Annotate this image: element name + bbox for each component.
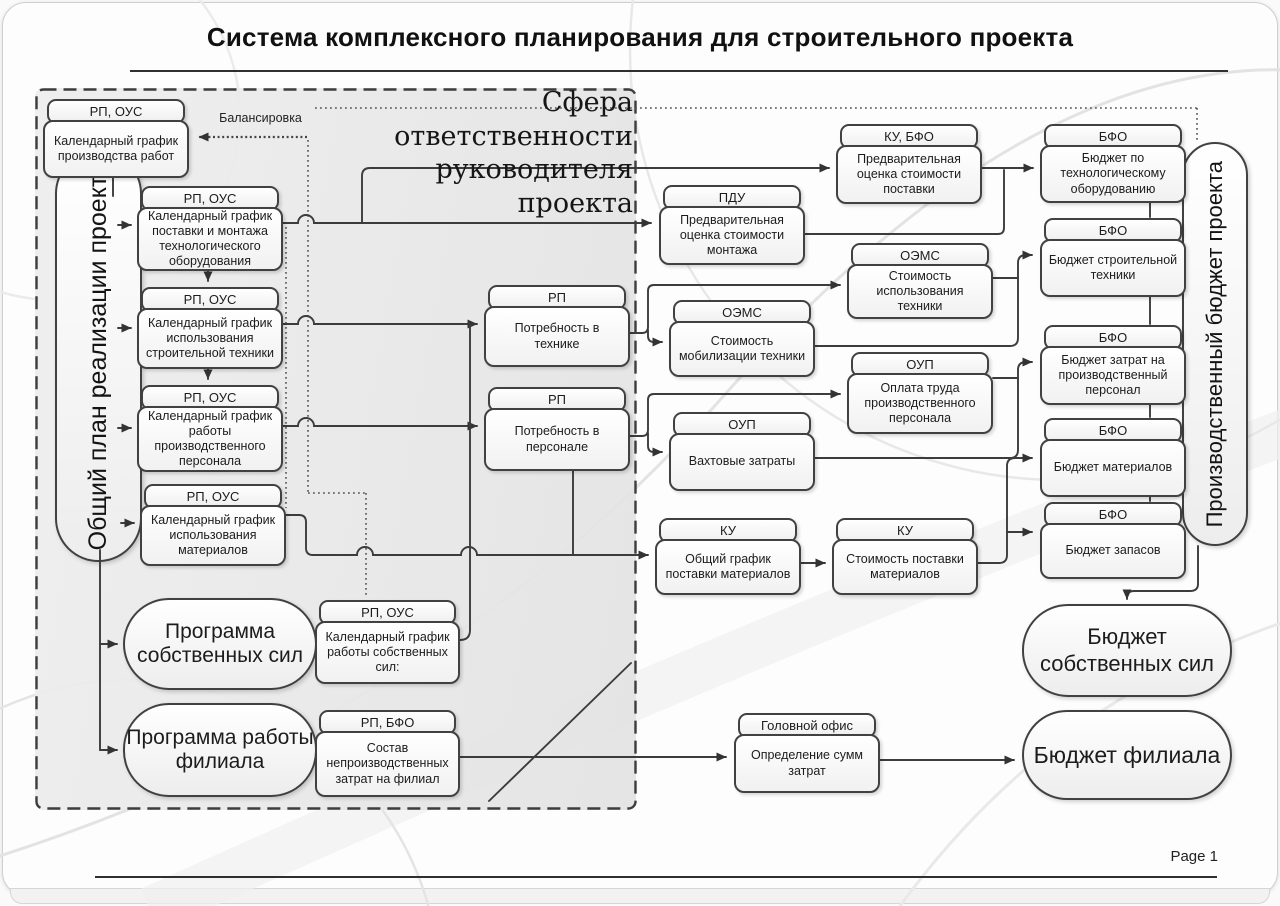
node-machinery-usage-cost: ОЭМС Стоимость использования техники (847, 243, 993, 319)
node-tag: ОЭМС (851, 243, 989, 268)
stadium-label: Программа работы филиала (126, 725, 314, 773)
responsibility-zone-title-line: Сфера (541, 87, 633, 118)
node-works-schedule: РП, ОУС Календарный график производства … (43, 99, 189, 178)
node-machinery-mobilization-cost: ОЭМС Стоимость мобилизации техники (669, 300, 815, 377)
node-machinery-need: РП Потребность в технике (484, 285, 630, 367)
node-body: Бюджет запасов (1040, 523, 1186, 579)
node-budget-tech-equipment: БФО Бюджет по технологическому оборудова… (1040, 124, 1186, 203)
node-materials-usage-schedule: РП, ОУС Календарный график использования… (140, 484, 286, 566)
solid-connectors (99, 163, 1199, 802)
responsibility-zone-title-line: ответственности (394, 120, 633, 152)
page-number-label: Page 1 (1170, 848, 1218, 865)
node-materials-delivery-schedule: КУ Общий график поставки материалов (655, 518, 801, 595)
responsibility-zone-title-line: руководителя (435, 154, 633, 185)
node-body: Календарный график работы производственн… (137, 406, 283, 472)
stadium-label: Программа собственных сил (136, 619, 304, 667)
node-body: Бюджет затрат на производственный персон… (1040, 346, 1186, 405)
node-installation-cost-estimate: ПДУ Предварительная оценка стоимости мон… (659, 185, 805, 265)
node-budget-materials: БФО Бюджет материалов (1040, 418, 1186, 497)
stadium-program-own-forces: Программа собственных сил (123, 598, 317, 690)
node-personnel-need: РП Потребность в персонале (484, 387, 630, 471)
node-nonproduction-branch-costs: РП, БФО Состав непроизводственных затрат… (315, 710, 460, 797)
node-body: Календарный график использования материа… (140, 505, 286, 566)
node-delivery-cost-estimate: КУ, БФО Предварительная оценка стоимости… (836, 124, 982, 204)
container-master-plan: Общий план реализации проекта (55, 150, 142, 562)
node-rotation-costs: ОУП Вахтовые затраты (669, 412, 815, 491)
page-title: Система комплексного планирования для ст… (206, 22, 1074, 52)
responsibility-zone-title: Сфера ответственности руководителя проек… (333, 86, 633, 220)
bottom-rule (95, 876, 1217, 878)
node-personnel-labor-pay: ОУП Оплата труда производственного персо… (847, 352, 993, 434)
node-tag: РП, ОУС (141, 186, 279, 211)
node-tag: БФО (1044, 502, 1182, 527)
node-body: Потребность в персонале (484, 408, 630, 471)
node-tag: Головной офис (738, 713, 876, 738)
node-body: Стоимость поставки материалов (832, 539, 978, 595)
node-tag: БФО (1044, 124, 1182, 149)
node-tag: КУ, БФО (840, 124, 978, 149)
stadium-label: Бюджет филиала (1033, 741, 1221, 768)
stadium-program-branch-work: Программа работы филиала (123, 703, 317, 797)
node-body: Календарный график использования строите… (137, 308, 283, 369)
node-tag: КУ (659, 518, 797, 543)
node-body: Предварительная оценка стоимости поставк… (836, 145, 982, 204)
node-body: Бюджет материалов (1040, 439, 1186, 497)
node-body: Оплата труда производственного персонала (847, 373, 993, 434)
node-tag: ОЭМС (673, 300, 811, 325)
node-tag: РП (488, 387, 626, 412)
stadium-label: Бюджет собственных сил (1040, 624, 1214, 676)
node-body: Календарный график работы собственных си… (315, 621, 460, 684)
node-tag: БФО (1044, 418, 1182, 443)
node-body: Вахтовые затраты (669, 433, 815, 491)
stadium-budget-own-forces: Бюджет собственных сил (1022, 604, 1232, 697)
node-body: Стоимость мобилизации техники (669, 321, 815, 377)
stadium-budget-branch: Бюджет филиала (1022, 710, 1232, 800)
node-body: Определение сумм затрат (734, 734, 880, 793)
node-budget-construction-machinery: БФО Бюджет строительной техники (1040, 218, 1186, 297)
node-body: Бюджет строительной техники (1040, 239, 1186, 297)
responsibility-zone-title-line: проекта (517, 187, 633, 219)
node-materials-delivery-cost: КУ Стоимость поставки материалов (832, 518, 978, 595)
node-body: Предварительная оценка стоимости монтажа (659, 206, 805, 265)
node-budget-personnel-costs: БФО Бюджет затрат на производственный пе… (1040, 325, 1186, 405)
node-own-forces-work-schedule: РП, ОУС Календарный график работы собств… (315, 600, 460, 684)
node-tag: РП, БФО (319, 710, 456, 735)
node-body: Стоимость использования техники (847, 264, 993, 319)
node-tag: ПДУ (663, 185, 801, 210)
node-body: Потребность в технике (484, 306, 630, 367)
node-body: Календарный график поставки и монтажа те… (137, 207, 283, 271)
responsibility-zone-dashed-border (35, 88, 637, 810)
node-body: Общий график поставки материалов (655, 539, 801, 595)
balancing-label: Балансировка (219, 111, 302, 125)
node-budget-stock: БФО Бюджет запасов (1040, 502, 1186, 579)
node-machinery-usage-schedule: РП, ОУС Календарный график использования… (137, 287, 283, 369)
container-production-budget: Производственный бюджет проекта (1182, 142, 1248, 546)
node-body: Бюджет по технологическому оборудованию (1040, 145, 1186, 203)
node-tag: БФО (1044, 218, 1182, 243)
node-body: Календарный график производства работ (43, 120, 189, 178)
node-equipment-delivery-schedule: РП, ОУС Календарный график поставки и мо… (137, 186, 283, 271)
node-body: Состав непроизводственных затрат на фили… (315, 731, 460, 797)
node-personnel-work-schedule: РП, ОУС Календарный график работы произв… (137, 385, 283, 472)
node-head-office-cost-sums: Головной офис Определение сумм затрат (734, 713, 880, 793)
top-rule (130, 70, 1228, 72)
